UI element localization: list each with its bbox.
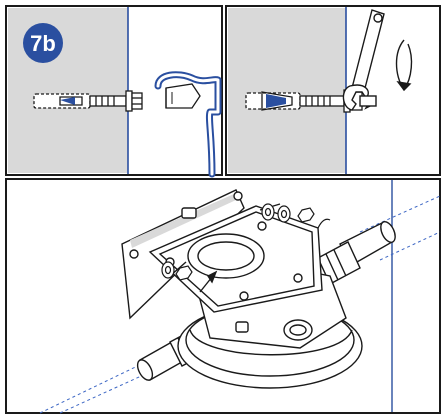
panel-top-left: 7b — [5, 5, 223, 178]
open-wrench-icon — [342, 9, 385, 111]
wall-surface-right — [228, 8, 346, 173]
nut-icon — [175, 207, 331, 281]
wall-anchor-icon — [33, 90, 143, 112]
rotation-arrow-icon — [395, 39, 413, 92]
step-badge: 7b — [23, 23, 63, 63]
panel-top-right — [225, 5, 441, 176]
pipe-guide-lines — [39, 195, 441, 414]
step-badge-label: 7b — [30, 31, 56, 56]
hex-nut-wrench-icon — [154, 71, 222, 178]
panel-bottom — [5, 178, 441, 414]
filter-head-bracket-icon — [121, 189, 363, 389]
pipe-icon — [317, 221, 396, 285]
washer-icon — [161, 203, 291, 279]
step-badge-circle — [23, 23, 63, 63]
